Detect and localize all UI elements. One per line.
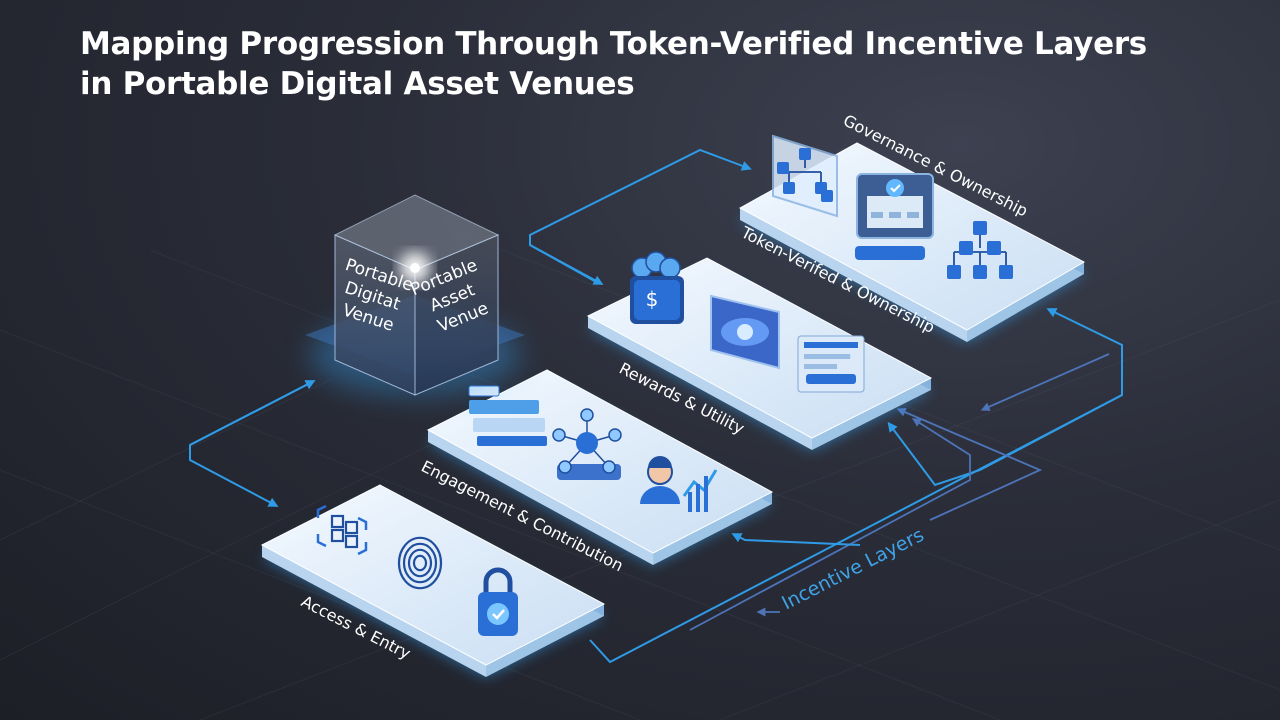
platform-front-edge <box>967 262 1084 342</box>
network-icon <box>552 408 622 474</box>
feedback-lines <box>589 308 1123 664</box>
incentive-layers-label: Incentive Layers <box>778 524 927 615</box>
fingerprint-icon <box>397 536 443 590</box>
portable-venue-cube: Portable Digitat Venue Portable Asset Ve… <box>305 194 525 396</box>
platform-left-edge <box>428 430 653 565</box>
platform-left-edge <box>588 316 812 450</box>
hierarchy-icon <box>947 221 1013 279</box>
platform-left-edge <box>740 208 967 342</box>
org-chart-icon <box>772 134 838 218</box>
platform-1 <box>260 484 606 677</box>
coupon-card-icon <box>797 335 865 393</box>
svg-text:$: $ <box>646 287 659 311</box>
platform-front-edge <box>653 492 772 565</box>
nft-card-icon <box>710 294 780 370</box>
flow-lines <box>189 148 752 507</box>
platform-front-edge <box>486 604 604 677</box>
wallet-icon: $ <box>630 251 684 324</box>
platform-front-edge <box>812 378 931 450</box>
vote-monitor-icon <box>855 173 934 260</box>
qr-code-icon <box>316 504 368 556</box>
user-growth-icon <box>640 456 718 512</box>
platform-left-edge <box>262 545 486 677</box>
profile-card-icon <box>468 385 621 480</box>
padlock-icon <box>478 567 518 636</box>
page-title: Mapping Progression Through Token-Verifi… <box>80 26 1147 102</box>
platform-top <box>426 369 774 554</box>
